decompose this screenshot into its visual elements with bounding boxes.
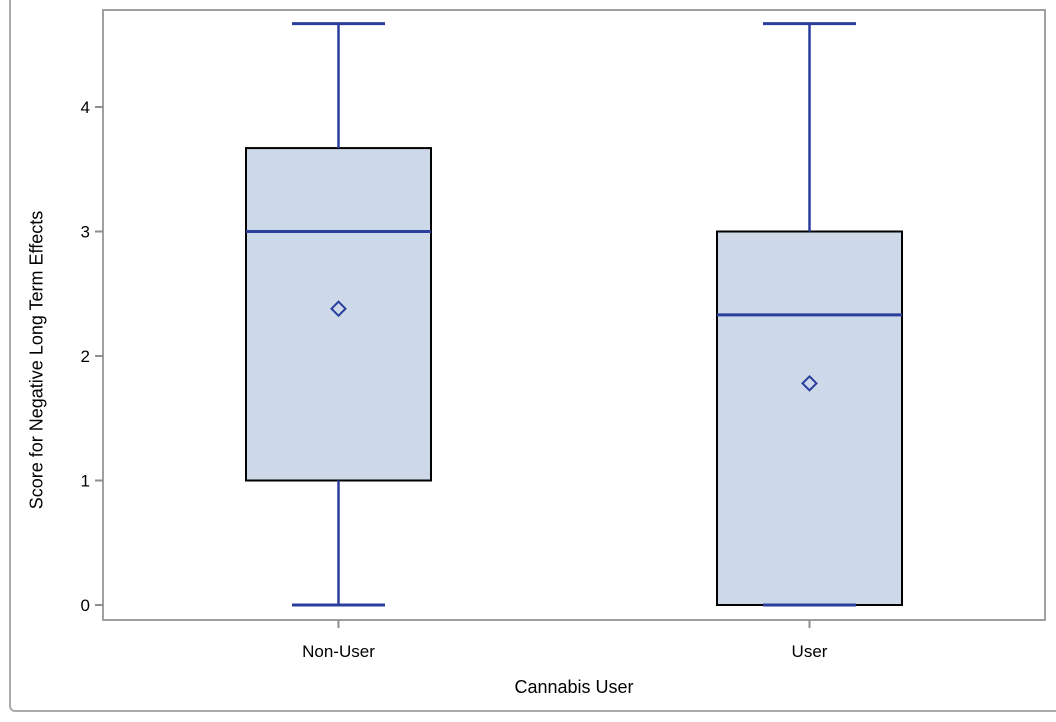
mean-marker — [330, 300, 347, 318]
y-tick-label: 0 — [81, 596, 90, 615]
x-category-label: Non-User — [302, 642, 375, 661]
x-category-label: User — [792, 642, 828, 661]
y-tick-label: 2 — [81, 347, 90, 366]
x-axis-title: Cannabis User — [514, 677, 634, 697]
mean-marker — [801, 374, 818, 392]
plot-wall — [102, 9, 1046, 621]
y-axis-title: Score for Negative Long Term Effects — [26, 210, 47, 510]
box — [716, 230, 903, 606]
y-tick-label: 4 — [81, 98, 90, 117]
y-tick-label: 1 — [81, 472, 90, 491]
y-tick-label: 3 — [81, 223, 90, 242]
